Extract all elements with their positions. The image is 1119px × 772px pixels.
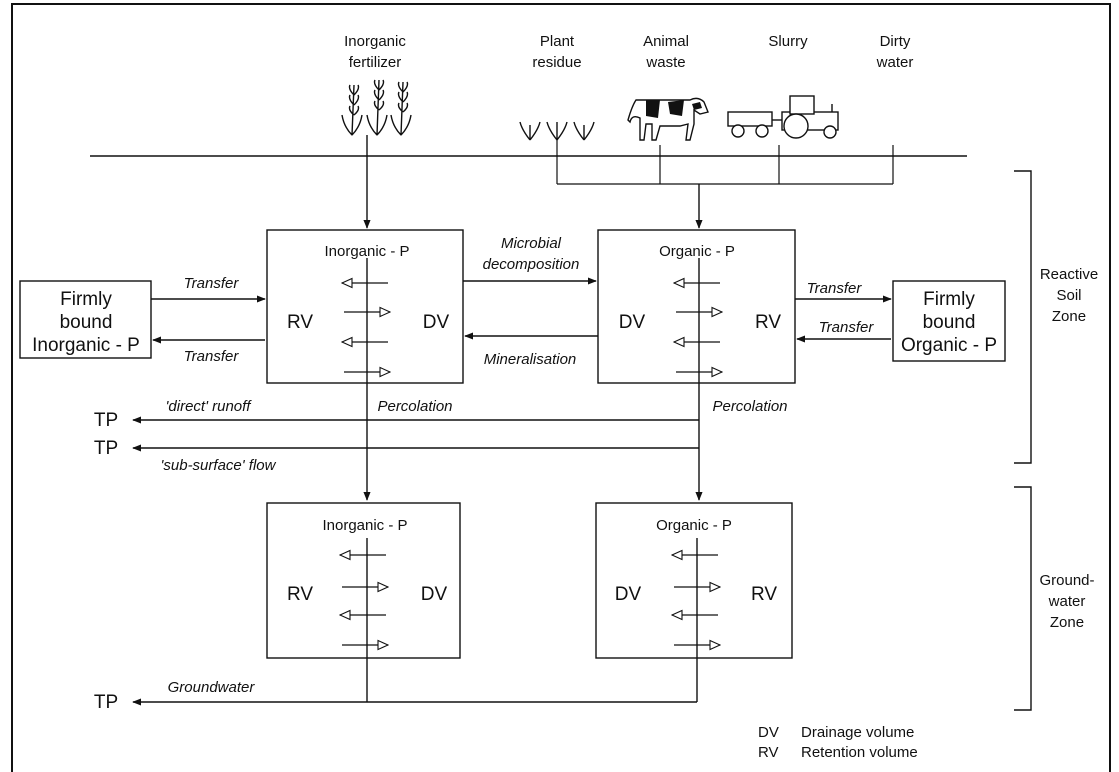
direct-runoff-label: 'direct' runoff — [166, 398, 253, 415]
tp-label: TP — [94, 692, 118, 713]
percolation-label-organic: Percolation — [712, 398, 787, 415]
ground-organic-p-box: Organic - P DV RV — [595, 502, 793, 659]
source-animal-waste: Animal waste — [627, 33, 709, 141]
zone-label-line3: Zone — [1052, 308, 1086, 325]
firmly-bound-line2: bound — [60, 312, 113, 333]
subsurface-flow: 'sub-surface' flow TP — [94, 438, 699, 474]
box-left-label: DV — [619, 312, 646, 333]
reactive-soil-zone-bracket: Reactive Soil Zone — [1014, 170, 1098, 464]
firmly-bound-line1: Firmly — [60, 289, 112, 310]
source-inorganic-fertilizer: Inorganic fertilizer — [341, 33, 412, 136]
grass-icon — [519, 121, 595, 141]
tp-label: TP — [94, 410, 118, 431]
groundwater-flow: Groundwater TP — [94, 679, 697, 713]
ground-inorganic-p-box: Inorganic - P RV DV — [266, 502, 461, 659]
source-label-line1: Inorganic — [344, 33, 406, 50]
zone-label-line1: Ground- — [1039, 572, 1094, 589]
source-label: Slurry — [768, 33, 808, 50]
zone-label-line2: water — [1048, 593, 1086, 610]
zone-label-line2: Soil — [1056, 287, 1081, 304]
box-title: Inorganic - P — [322, 517, 407, 534]
groundwater-zone-bracket: Ground- water Zone — [1014, 486, 1095, 711]
source-slurry: Slurry — [727, 33, 839, 139]
figure-frame — [11, 3, 1111, 772]
mineralisation-flow: Mineralisation — [464, 332, 598, 368]
source-label-line2: water — [876, 54, 914, 71]
firmly-bound-line3: Inorganic - P — [32, 335, 140, 356]
soil-organic-p-box: Organic - P DV RV — [597, 229, 796, 384]
box-left-label: RV — [287, 312, 313, 333]
source-plant-residue: Plant residue — [519, 33, 595, 141]
firmly-bound-organic-box: Firmly bound Organic - P — [892, 280, 1006, 362]
decomposition-flow: Microbial decomposition — [463, 235, 597, 285]
source-label-line1: Dirty — [880, 33, 911, 50]
tp-label: TP — [94, 438, 118, 459]
box-title: Organic - P — [656, 517, 732, 534]
tractor-icon — [727, 95, 839, 139]
firmly-bound-inorganic-box: Firmly bound Inorganic - P — [19, 280, 152, 359]
transfer-label-top: Transfer — [184, 275, 240, 292]
wheat-icon — [341, 79, 412, 136]
box-title: Organic - P — [659, 243, 735, 260]
source-label-line2: residue — [532, 54, 581, 71]
cow-icon — [627, 97, 709, 141]
box-left-label: DV — [615, 584, 642, 605]
microbial-label-line1: Microbial — [501, 235, 562, 252]
source-label-line2: fertilizer — [349, 54, 402, 71]
source-label-line1: Animal — [643, 33, 689, 50]
legend-text: Retention volume — [801, 744, 918, 761]
legend-text: Drainage volume — [801, 724, 914, 741]
ground-inorganic-exchange-arrows — [340, 555, 388, 645]
soil-organic-exchange-arrows — [674, 283, 722, 372]
legend-abbr: RV — [758, 744, 779, 761]
legend-abbr: DV — [758, 724, 779, 741]
source-label-line1: Plant — [540, 33, 575, 50]
box-right-label: RV — [751, 584, 777, 605]
source-label-line2: waste — [645, 54, 685, 71]
zone-label-line3: Zone — [1050, 614, 1084, 631]
box-right-label: DV — [421, 584, 448, 605]
transfer-label-top: Transfer — [807, 280, 863, 297]
subsurface-label: 'sub-surface' flow — [161, 457, 277, 474]
direct-runoff-flow: 'direct' runoff TP — [94, 398, 699, 431]
transfer-label-bottom: Transfer — [819, 319, 875, 336]
box-right-label: RV — [755, 312, 781, 333]
box-title: Inorganic - P — [324, 243, 409, 260]
groundwater-label: Groundwater — [168, 679, 256, 696]
microbial-label-line2: decomposition — [483, 256, 580, 273]
soil-inorganic-exchange-arrows — [342, 283, 390, 372]
transfer-arrows-left: Transfer Transfer — [151, 275, 266, 365]
transfer-label-bottom: Transfer — [184, 348, 240, 365]
soil-inorganic-p-box: Inorganic - P RV DV — [266, 229, 464, 384]
mineralisation-label: Mineralisation — [484, 351, 577, 368]
transfer-arrows-right: Transfer Transfer — [795, 280, 892, 343]
box-left-label: RV — [287, 584, 313, 605]
firmly-bound-line3: Organic - P — [901, 335, 997, 356]
firmly-bound-line1: Firmly — [923, 289, 975, 310]
legend: DV Drainage volume RV Retention volume — [758, 724, 918, 761]
percolation-label-inorganic: Percolation — [377, 398, 452, 415]
source-dirty-water: Dirty water — [876, 33, 914, 71]
firmly-bound-line2: bound — [923, 312, 976, 333]
ground-organic-exchange-arrows — [672, 555, 720, 645]
zone-label-line1: Reactive — [1040, 266, 1098, 283]
organic-source-collector — [556, 140, 894, 229]
box-right-label: DV — [423, 312, 450, 333]
